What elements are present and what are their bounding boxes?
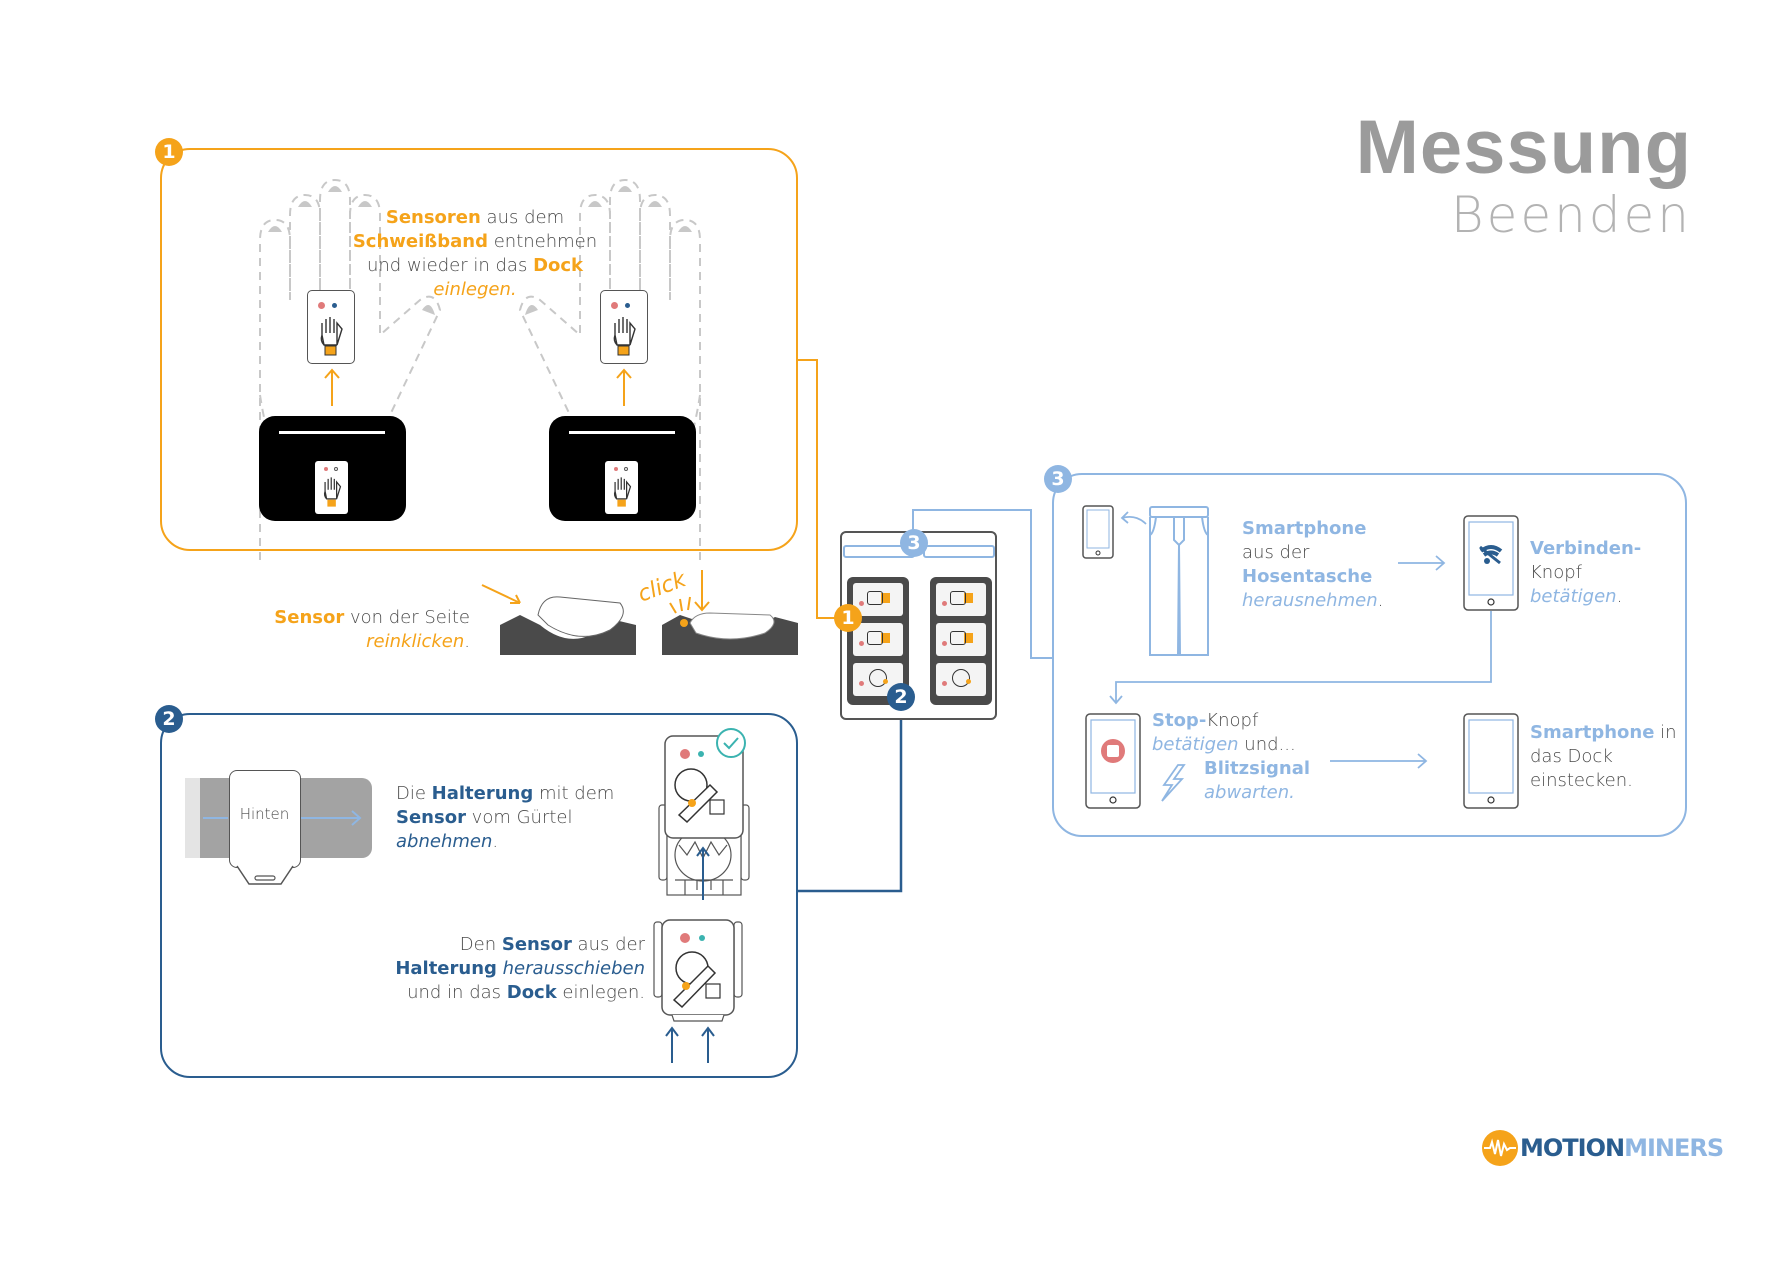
belt-clip-bottom bbox=[236, 865, 294, 885]
logo-wave-icon bbox=[1482, 1130, 1518, 1166]
step2-panel bbox=[160, 713, 798, 1078]
hand-sensor-icon bbox=[853, 623, 903, 656]
step2-instruction-a: Die Halterung mit dem Sensor vom Gürtel … bbox=[396, 783, 615, 852]
smartphone-stop-icon bbox=[1085, 713, 1141, 809]
belt-sensor-icon bbox=[653, 919, 743, 1063]
sensor-icon bbox=[605, 461, 638, 514]
pants-icon bbox=[1149, 506, 1209, 656]
wifi-off-icon bbox=[1479, 545, 1503, 565]
click-label: click bbox=[635, 567, 691, 608]
step3-panel bbox=[1052, 473, 1687, 837]
hand-sensor-icon bbox=[936, 583, 986, 616]
step3-instruction-b: Verbinden- Knopf betätigen. bbox=[1530, 538, 1642, 607]
dock-phone-slot bbox=[923, 545, 995, 558]
connector-step1 bbox=[797, 359, 848, 619]
sensor-left bbox=[307, 290, 355, 364]
sensor-icon bbox=[315, 461, 348, 514]
step1-badge: 1 bbox=[155, 138, 183, 166]
dock-badge-2: 2 bbox=[887, 683, 915, 711]
belt-clip: Hinten bbox=[229, 770, 301, 868]
check-icon bbox=[716, 728, 746, 758]
curved-arrow-icon bbox=[1120, 511, 1147, 525]
smartphone-connect-icon bbox=[1463, 515, 1519, 611]
hand-sensor-icon bbox=[853, 583, 903, 616]
step1-panel bbox=[160, 148, 798, 551]
dock-badge-3: 3 bbox=[900, 529, 928, 557]
step3-badge: 3 bbox=[1044, 465, 1072, 493]
page-subtitle: Beenden bbox=[1450, 186, 1692, 244]
dock bbox=[840, 531, 997, 720]
dock-slot-insert-icon bbox=[481, 584, 636, 655]
connector-step3 bbox=[912, 509, 1052, 659]
flow-line bbox=[1109, 611, 1492, 705]
dock-slot-click-icon: click bbox=[635, 567, 798, 655]
step1-instruction: Sensoren aus dem Schweißband entnehmen u… bbox=[352, 207, 598, 300]
belt-label: Hinten bbox=[239, 805, 290, 823]
logo-text-miners: MINERS bbox=[1624, 1134, 1724, 1162]
hand-sensor-icon bbox=[613, 317, 636, 356]
hand-sensor-icon bbox=[936, 623, 986, 656]
step3-instruction-c: Stop-Knopf betätigen und... Blitzsignal … bbox=[1152, 710, 1311, 803]
belt-holder-icon bbox=[658, 735, 750, 900]
arrow-up-icon bbox=[616, 368, 632, 406]
sweatband-left bbox=[259, 416, 406, 521]
belt-sensor-icon bbox=[936, 663, 986, 696]
logo-text-motion: MOTION bbox=[1520, 1134, 1625, 1162]
dock-badge-1: 1 bbox=[834, 604, 862, 632]
step3-instruction-d: Smartphone in das Dock einstecken. bbox=[1530, 722, 1677, 791]
sensor-right bbox=[600, 290, 648, 364]
click-instruction: Sensor von der Seite reinklicken. bbox=[274, 607, 470, 652]
step3-instruction-a: Smartphone aus der Hosentasche herausneh… bbox=[1242, 518, 1384, 611]
smartphone-icon bbox=[1463, 713, 1519, 809]
arrow-up-icon bbox=[324, 368, 340, 406]
smartphone-icon bbox=[1082, 505, 1114, 559]
hand-sensor-icon bbox=[320, 317, 343, 356]
arrow-right-icon bbox=[1398, 555, 1446, 571]
arrow-right-icon bbox=[1330, 753, 1428, 769]
step2-instruction-b: Den Sensor aus der Halterung herausschie… bbox=[395, 934, 645, 1003]
connector-step2 bbox=[797, 697, 903, 893]
page-title: Messung bbox=[1355, 105, 1692, 190]
step2-badge: 2 bbox=[155, 705, 183, 733]
sweatband-right bbox=[549, 416, 696, 521]
arrow-right-icon bbox=[203, 810, 362, 826]
lightning-icon bbox=[1161, 764, 1186, 802]
